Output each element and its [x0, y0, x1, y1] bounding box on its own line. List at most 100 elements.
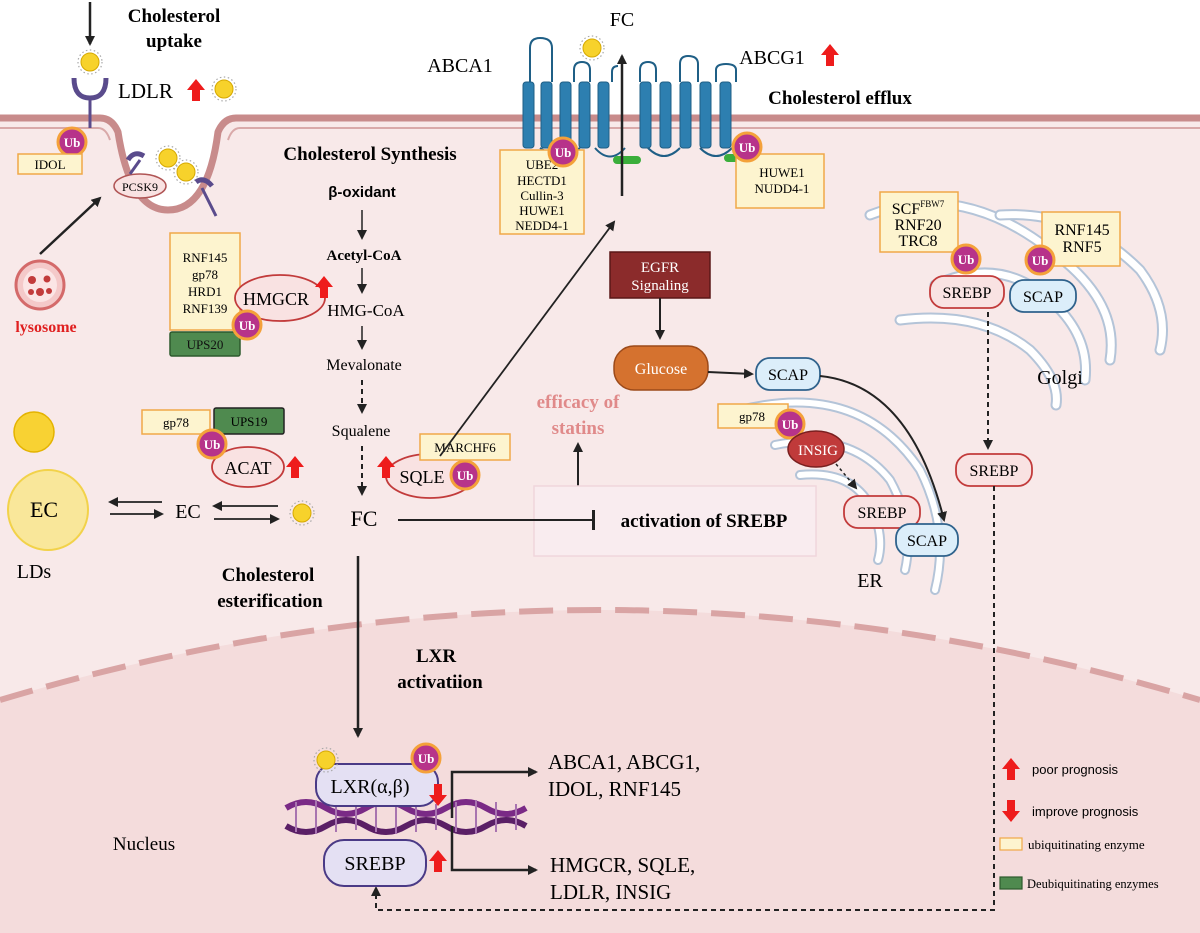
- fc-top-label: FC: [610, 9, 634, 31]
- abcg1-ubiquitinating-box: [735, 153, 825, 209]
- cholesterol-particle-icon: [155, 145, 181, 171]
- golgi-srebp-scap: SCFFBW7 RNF20 TRC8 SREBP RNF145 RNF5 SCA…: [371, 191, 1121, 911]
- abca1-ub-enzyme-2: HECTD1: [517, 173, 567, 188]
- glucose-label: Glucose: [635, 361, 687, 378]
- ubiquitin-icon: [196, 428, 228, 460]
- lxr-targets-2: IDOL, RNF145: [548, 777, 681, 801]
- nucleus-transcription: LXR activatiion Nucleus LXR(α,β) ABCA1, …: [113, 556, 700, 904]
- scap-er-top-label: SCAP: [768, 367, 808, 384]
- srebp-nucleus-label: SREBP: [344, 853, 405, 875]
- ubiquitin-icon: [731, 131, 763, 163]
- sqle-ub-enzyme: MARCHF6: [434, 440, 496, 455]
- acat-node: [211, 446, 285, 488]
- abca1-ub-enzyme-3: Cullin-3: [520, 188, 563, 203]
- egfr-signaling-box: [609, 251, 711, 299]
- lysosome-icon: [14, 259, 66, 311]
- ubiquitin-icon: [950, 243, 982, 275]
- lipid-droplet-small-icon: [13, 411, 55, 453]
- srebp-golgi-ub-enzyme-1-sup: FBW7: [920, 199, 945, 209]
- fc-center-label: FC: [351, 506, 378, 531]
- egfr-label-1: EGFR: [641, 260, 679, 276]
- egfr-label-2: Signaling: [631, 278, 689, 294]
- hmgcr-regulation: RNF145 gp78 HRD1 RNF139 UPS20 HMGCR: [169, 232, 333, 357]
- srebp-golgi-label: SREBP: [943, 285, 992, 302]
- abcg1-ub-enzyme-2: NUDD4-1: [755, 181, 810, 196]
- hmgcr-ubiquitinating-box: [169, 232, 241, 331]
- acat-ub-enzyme: gp78: [163, 415, 189, 430]
- ubiquitin-icon: [547, 136, 579, 168]
- legend-poor-prognosis: poor prognosis: [1032, 762, 1118, 777]
- hmgcr-ub-enzyme-4: RNF139: [183, 301, 228, 316]
- lxr-label: LXR(α,β): [331, 776, 410, 798]
- nucleus-region: [0, 607, 1200, 933]
- efflux-transporters: FC ABCA1 ABCG1 Cholesterol efflux: [427, 9, 912, 235]
- activation-srebp-label: activation of SREBP: [621, 511, 788, 532]
- srebp-targets-1: HMGCR, SQLE,: [550, 853, 695, 877]
- abcg1-ub-enzyme-1: HUWE1: [759, 165, 805, 180]
- up-arrow-icon: [821, 44, 839, 66]
- hmg-coa-label: HMG-CoA: [327, 301, 405, 320]
- cholesterol-esterification-title-2: esterification: [217, 591, 323, 612]
- ubiquitin-icon: [56, 126, 88, 158]
- egfr-glucose-pathway: EGFR Signaling Glucose SCAP gp78 INSIG S…: [398, 251, 959, 557]
- cholesterol-esterification-title-1: Cholesterol: [222, 565, 315, 586]
- ldlr-receptor-icon: [71, 77, 109, 101]
- sqle-ubiquitinating-box: [419, 433, 511, 461]
- pcsk9-label: PCSK9: [122, 180, 158, 194]
- legend-ubiquitinating-swatch: [999, 837, 1023, 851]
- ec-mid-label: EC: [175, 501, 201, 523]
- beta-oxidant-label: β-oxidant: [328, 184, 396, 201]
- sqle-regulation: SQLE MARCHF6: [377, 220, 616, 499]
- up-arrow-icon: [187, 79, 205, 101]
- insig-ub-enzyme: gp78: [739, 409, 765, 424]
- mevalonate-label: Mevalonate: [326, 357, 402, 374]
- ubiquitin-icon: [410, 742, 442, 774]
- cholesterol-particle-icon: [173, 159, 199, 185]
- cholesterol-synthesis-title: Cholesterol Synthesis: [283, 144, 456, 165]
- golgi-label: Golgi: [1037, 367, 1083, 389]
- scap-golgi-ub-enzyme-2: RNF5: [1062, 239, 1101, 256]
- hmgcr-dub-enzyme: UPS20: [187, 337, 224, 352]
- srebp-nucleus-node: [323, 839, 427, 887]
- acat-esterification: gp78 UPS19 ACAT EC LDs EC Cholesterol es…: [7, 407, 323, 612]
- abca1-ub-enzyme-4: HUWE1: [519, 203, 565, 218]
- svg-text:SCFFBW7: SCFFBW7: [892, 199, 945, 218]
- srebp-er-node: [843, 495, 921, 529]
- cholesterol-particle-icon: [579, 35, 605, 61]
- srebp-targets-2: LDLR, INSIG: [550, 880, 671, 904]
- lxr-activation-title-2: activatiion: [397, 672, 483, 693]
- abca1-label: ABCA1: [427, 55, 493, 77]
- hmgcr-label: HMGCR: [243, 289, 309, 309]
- lipid-droplet-icon: [7, 469, 89, 551]
- legend-deubiquitinating-swatch: [999, 876, 1023, 890]
- ubiquitin-icon: [1024, 244, 1056, 276]
- scap-golgi-node: [1009, 279, 1077, 313]
- dna-helix-icon: [284, 799, 528, 835]
- nucleus-label: Nucleus: [113, 834, 175, 855]
- abca1-ub-enzyme-1: UBE2: [526, 157, 559, 172]
- cholesterol-uptake-section: Cholesterol uptake LDLR IDOL PCSK9 lysos…: [14, 2, 237, 336]
- abca1-ub-enzyme-5: NEDD4-1: [515, 218, 568, 233]
- acat-label: ACAT: [224, 458, 271, 478]
- legend-ubiquitinating: ubiquitinating enzyme: [1028, 837, 1145, 852]
- srebp-golgi-ub-enzyme-2: RNF20: [894, 217, 941, 234]
- acat-deubiquitinating-box: [213, 407, 285, 435]
- abcg1-label: ABCG1: [739, 47, 805, 69]
- insig-label: INSIG: [798, 443, 838, 459]
- srebp-er-label: SREBP: [858, 505, 907, 522]
- srebp-golgi-ub-enzyme-1: SCF: [892, 201, 921, 218]
- scap-er-top-node: [755, 357, 821, 391]
- scap-golgi-label: SCAP: [1023, 289, 1063, 306]
- srebp-golgi-ub-enzyme-3: TRC8: [898, 233, 937, 250]
- idol-enzyme: IDOL: [34, 157, 65, 172]
- glucose-node: [613, 345, 709, 391]
- ubiquitin-icon: [231, 309, 263, 341]
- hmgcr-node: [234, 274, 326, 322]
- cholesterol-uptake-title-2: uptake: [146, 31, 202, 52]
- cholesterol-particle-icon: [77, 49, 103, 75]
- efficacy-statins-label-1: efficacy of: [537, 392, 620, 413]
- hmgcr-ub-enzyme-1: RNF145: [183, 250, 228, 265]
- srebp-free-label: SREBP: [970, 463, 1019, 480]
